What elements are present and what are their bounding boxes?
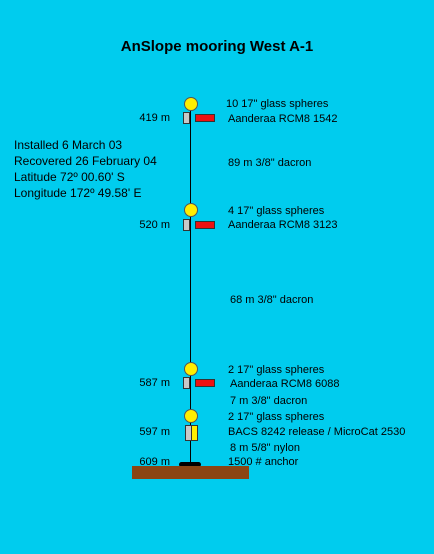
spheres-label-4: 2 17" glass spheres (228, 411, 325, 423)
instrument-housing-3 (183, 377, 190, 389)
instrument-housing-1 (183, 112, 190, 124)
recovered-date: Recovered 26 February 04 (14, 154, 157, 168)
spheres-label-2: 4 17" glass spheres (228, 205, 325, 217)
latitude: Latitude 72º 00.60' S (14, 170, 125, 184)
current-meter-3 (195, 379, 215, 387)
line-label-4: 8 m 5/8" nylon (230, 442, 300, 454)
anchor-weight (179, 462, 201, 467)
line-label-3: 7 m 3/8" dacron (230, 395, 308, 407)
depth-label-587: 587 m (139, 377, 170, 389)
anchor-label: 1500 # anchor (228, 456, 299, 468)
spheres-label-1: 10 17" glass spheres (226, 98, 329, 110)
glass-sphere-float-4 (184, 409, 198, 423)
line-label-1: 89 m 3/8" dacron (228, 157, 312, 169)
seafloor (132, 466, 249, 479)
glass-sphere-float-3 (184, 362, 198, 376)
depth-label-597: 597 m (139, 426, 170, 438)
depth-label-520: 520 m (139, 219, 170, 231)
current-meter-1 (195, 114, 215, 122)
instrument-housing-2 (183, 219, 190, 231)
glass-sphere-float-2 (184, 203, 198, 217)
rcm-label-2: Aanderaa RCM8 3123 (228, 219, 338, 231)
microcat-sensor (191, 425, 198, 441)
rcm-label-3: Aanderaa RCM8 6088 (230, 378, 340, 390)
glass-sphere-float-1 (184, 97, 198, 111)
current-meter-2 (195, 221, 215, 229)
mooring-line (190, 102, 191, 464)
installed-date: Installed 6 March 03 (14, 138, 123, 152)
line-label-2: 68 m 3/8" dacron (230, 294, 314, 306)
depth-label-419: 419 m (139, 112, 170, 124)
diagram-title: AnSlope mooring West A-1 (120, 38, 314, 55)
rcm-label-1: Aanderaa RCM8 1542 (228, 113, 338, 125)
spheres-label-3: 2 17" glass spheres (228, 364, 325, 376)
longitude: Longitude 172º 49.58' E (14, 186, 142, 200)
depth-label-609: 609 m (139, 456, 170, 468)
release-label: BACS 8242 release / MicroCat 2530 (228, 426, 406, 438)
